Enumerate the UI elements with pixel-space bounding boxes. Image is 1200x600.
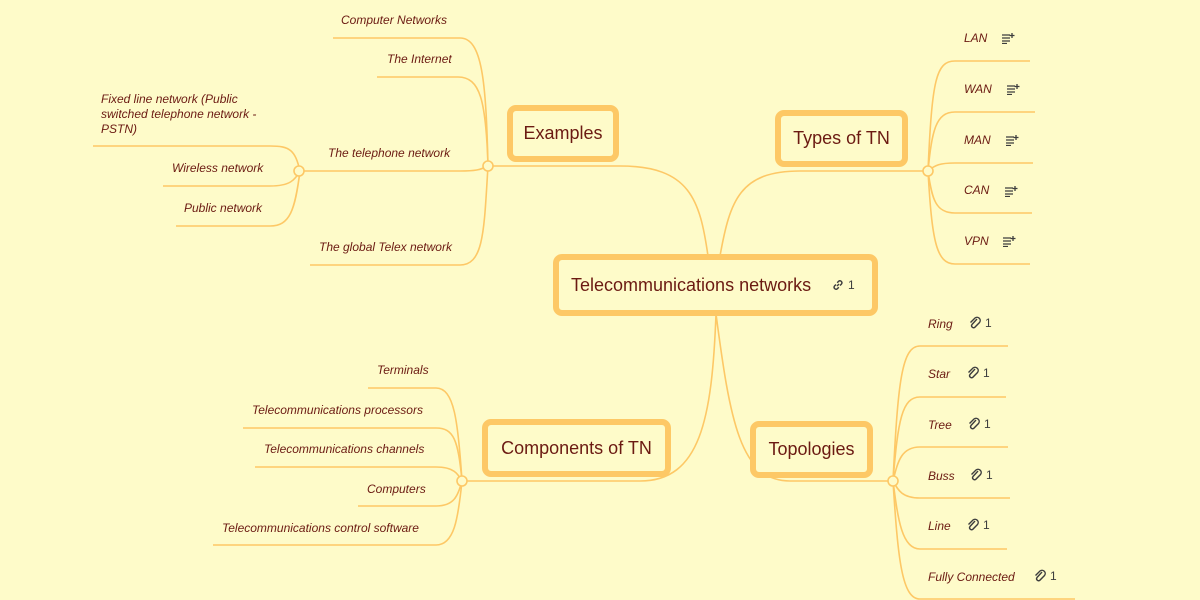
connector-types-vpn [927,170,1030,265]
note-icon[interactable] [1006,83,1020,95]
leaf-computers[interactable]: Computers [367,482,426,496]
attachment-badge-line[interactable]: 1 [966,518,990,532]
connector-components-channels [255,466,463,482]
attachment-count: 1 [985,316,992,330]
attachment-icon [1035,569,1046,582]
branch-components-of-tn[interactable]: Components of TN [482,419,671,477]
leaf-terminals[interactable]: Terminals [377,363,429,377]
connector-topologies-fully-connected [892,480,1075,600]
attachment-count: 1 [983,366,990,380]
connector-examples-telex [310,165,489,266]
telephone-collapse-knob[interactable] [293,165,305,177]
components-collapse-knob[interactable] [456,475,468,487]
leaf-fully-connected[interactable]: Fully Connected [928,570,1015,584]
connector-topologies-tree [892,446,1008,482]
connector-telephone-public [176,170,301,227]
connector-central-types [719,170,928,257]
connector-telephone-fixed [93,145,301,172]
note-icon[interactable] [1005,134,1019,146]
leaf-line[interactable]: Line [928,519,951,533]
leaf-telephone-network[interactable]: The telephone network [328,146,451,160]
leaf-ring[interactable]: Ring [928,317,953,331]
branch-types-label: Types of TN [793,128,890,148]
leaf-telecom-control-software[interactable]: Telecommunications control software [222,521,419,535]
branch-topologies[interactable]: Topologies [750,421,873,478]
leaf-the-internet[interactable]: The Internet [387,52,452,66]
leaf-wireless-network[interactable]: Wireless network [172,161,264,175]
central-link-count: 1 [848,278,855,292]
attachment-badge-ring[interactable]: 1 [968,316,992,330]
note-icon[interactable] [1004,185,1018,197]
branch-types-of-tn[interactable]: Types of TN [775,110,908,167]
note-icon[interactable] [1001,32,1015,44]
attachment-count: 1 [983,518,990,532]
central-link-badge[interactable]: 1 [831,278,855,292]
leaf-global-telex-network[interactable]: The global Telex network [319,240,452,254]
leaf-star[interactable]: Star [928,367,951,381]
topologies-collapse-knob[interactable] [887,475,899,487]
leaf-fixed-line-network[interactable]: Fixed line network (Public switched tele… [101,92,257,136]
connector-topologies-star [892,396,1006,482]
leaf-wan[interactable]: WAN [964,82,992,96]
attachment-icon [971,468,982,481]
central-topic[interactable]: Telecommunications networks 1 [553,254,878,316]
connector-types-wan [927,111,1035,172]
connector-central-examples [488,165,709,257]
attachment-icon [970,316,981,329]
attachment-icon [968,366,979,379]
branch-examples-label: Examples [523,123,603,143]
link-icon [833,280,843,290]
examples-collapse-knob[interactable] [482,160,494,172]
connector-components-processors [243,427,463,482]
leaf-computer-networks[interactable]: Computer Networks [341,13,448,27]
leaf-telecom-channels[interactable]: Telecommunications channels [264,442,425,456]
connector-central-topologies [715,313,893,482]
leaf-telecom-processors[interactable]: Telecommunications processors [252,403,423,417]
attachment-badge-star[interactable]: 1 [966,366,990,380]
branch-topologies-label: Topologies [768,439,855,459]
attachment-icon [968,518,979,531]
connector-topologies-ring [892,345,1008,482]
types-collapse-knob[interactable] [922,165,934,177]
leaf-vpn[interactable]: VPN [964,234,989,248]
connector-examples-telephone [300,165,489,172]
connector-topologies-buss [892,480,1010,499]
attachment-icon [969,417,980,430]
leaf-can[interactable]: CAN [964,183,990,197]
connector-types-man [927,162,1033,172]
attachment-badge-tree[interactable]: 1 [967,417,991,431]
leaf-lan[interactable]: LAN [964,31,988,45]
attachment-badge-fully-connected[interactable]: 1 [1033,569,1057,583]
branch-components-label: Components of TN [501,437,652,458]
note-icon[interactable] [1002,235,1016,247]
attachment-count: 1 [986,468,993,482]
leaf-public-network[interactable]: Public network [184,201,263,215]
leaf-buss[interactable]: Buss [928,469,955,483]
connector-components-control-software [213,480,463,546]
connector-examples-internet [377,76,489,167]
leaf-man[interactable]: MAN [964,133,991,147]
attachment-count: 1 [984,417,991,431]
connector-topologies-line [892,480,1007,550]
leaf-tree[interactable]: Tree [928,418,952,432]
branch-examples[interactable]: Examples [507,105,619,162]
attachment-badge-buss[interactable]: 1 [969,468,993,482]
connector-central-components [462,313,717,482]
attachment-count: 1 [1050,569,1057,583]
connector-components-terminals [368,387,463,482]
central-topic-label: Telecommunications networks [571,274,812,295]
connector-types-lan [927,60,1030,172]
